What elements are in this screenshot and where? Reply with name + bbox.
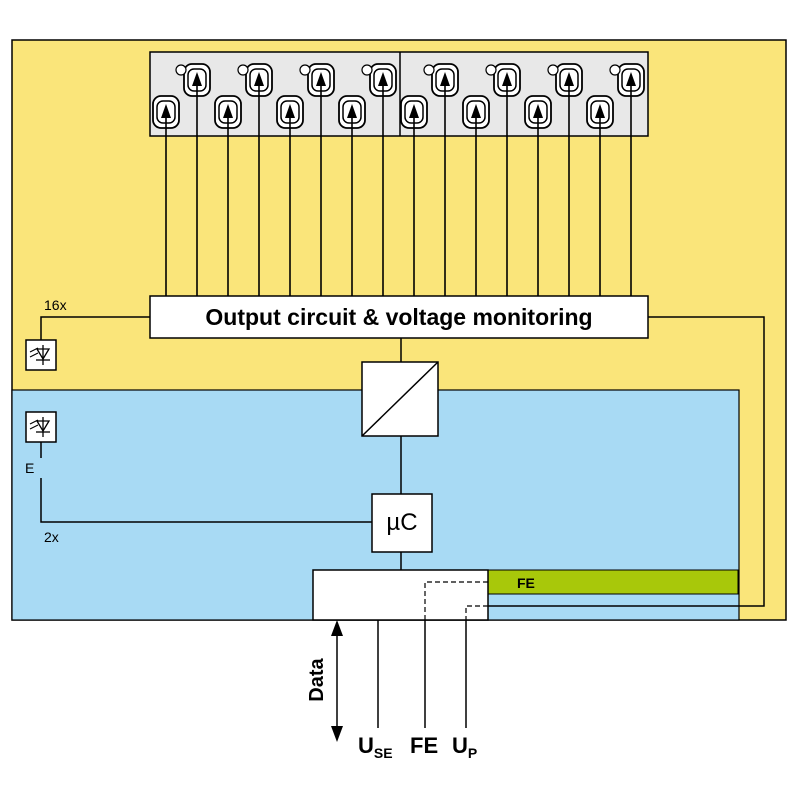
output-arrow [378,72,388,296]
fe-terminal-label: FE [410,733,439,758]
terminal-latch [485,64,497,76]
terminal-latch [423,64,435,76]
terminal-latch [361,64,373,76]
uc-label: µC [386,509,418,536]
terminal-latch [299,64,311,76]
fe-bar-label: FE [517,575,535,591]
led-top-count: 16x [44,297,67,313]
dc-dc-converter-icon [361,361,439,437]
output-arrow [595,104,605,296]
output-arrow [502,72,512,296]
terminal-latch [237,64,249,76]
terminal-latch [547,64,559,76]
output-circuit-box [149,295,649,339]
led-diode-icon [25,339,57,371]
microcontroller-box [371,493,433,553]
bus-interface-box [312,569,489,621]
fe-dashed-line [424,581,488,620]
output-arrow [409,104,419,296]
output-circuit-label: Output circuit & voltage monitoring [205,304,593,330]
terminal-latch [175,64,187,76]
terminal-latch [609,64,621,76]
led-bottom-letter: E [25,460,35,476]
output-channel-arrows [161,72,636,296]
use-sub-text: SE [373,745,393,761]
use-terminal-label: USE [358,733,393,761]
output-arrow [626,72,636,296]
data-label: Data [306,658,328,702]
led-diode-icon [25,411,57,443]
up-main-text: U [452,733,468,758]
output-arrow [192,72,202,296]
output-arrow [471,104,481,296]
output-arrow [440,72,450,296]
output-arrow [564,72,574,296]
led-bottom-line [40,442,372,523]
led-bottom-count: 2x [44,529,59,545]
output-arrow [316,72,326,296]
terminal-connector-icon [149,51,649,137]
output-arrow [533,104,543,296]
output-arrow [347,104,357,296]
output-arrow [161,104,171,296]
use-main-text: U [358,733,374,758]
output-arrow [254,72,264,296]
output-arrow [285,104,295,296]
up-terminal-label: UP [452,733,478,761]
fe-bar [487,569,739,595]
up-supply-line [488,316,765,607]
led-top-line [40,316,150,340]
up-sub-text: P [467,745,478,761]
data-double-arrow [331,620,343,742]
output-arrow [223,104,233,296]
